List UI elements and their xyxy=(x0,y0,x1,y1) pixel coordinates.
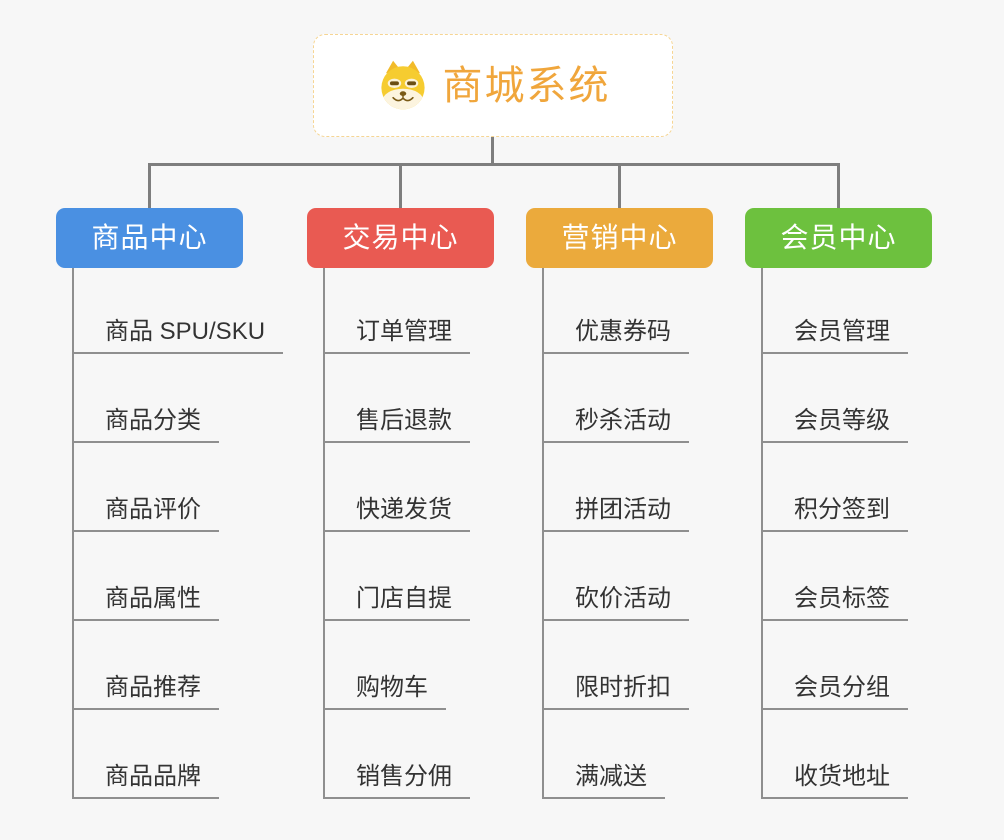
connector-drop-trade xyxy=(399,163,402,208)
connector-drop-product xyxy=(148,163,151,208)
item-product-brand[interactable]: 商品品牌 xyxy=(72,765,219,799)
item-member-tag[interactable]: 会员标签 xyxy=(761,587,908,621)
branch-header-marketing[interactable]: 营销中心 xyxy=(526,208,713,268)
mindmap-item: 会员等级 xyxy=(761,354,932,443)
mindmap-item: 会员分组 xyxy=(761,621,932,710)
mindmap-item: 快递发货 xyxy=(323,443,494,532)
connector-drop-member xyxy=(837,163,840,208)
branch-items-member: 会员管理 会员等级 积分签到 会员标签 会员分组 收货地址 xyxy=(761,268,932,799)
mindmap-item: 秒杀活动 xyxy=(542,354,713,443)
mindmap-item: 收货地址 xyxy=(761,710,932,799)
item-product-review[interactable]: 商品评价 xyxy=(72,498,219,532)
connector-drop-marketing xyxy=(618,163,621,208)
mindmap-item: 售后退款 xyxy=(323,354,494,443)
item-after-sale-refund[interactable]: 售后退款 xyxy=(323,409,470,443)
item-order-management[interactable]: 订单管理 xyxy=(323,320,470,354)
branch-header-trade[interactable]: 交易中心 xyxy=(307,208,494,268)
item-limited-time-discount[interactable]: 限时折扣 xyxy=(542,676,689,710)
item-member-level[interactable]: 会员等级 xyxy=(761,409,908,443)
mindmap-item: 拼团活动 xyxy=(542,443,713,532)
mindmap-item: 销售分佣 xyxy=(323,710,494,799)
connector-bus xyxy=(148,163,840,166)
item-shopping-cart[interactable]: 购物车 xyxy=(323,676,446,710)
branch-trade-center: 交易中心 订单管理 售后退款 快递发货 门店自提 购物车 销售分佣 xyxy=(307,208,494,799)
item-group-buy[interactable]: 拼团活动 xyxy=(542,498,689,532)
mindmap-item: 满减送 xyxy=(542,710,713,799)
item-product-spu-sku[interactable]: 商品 SPU/SKU xyxy=(72,320,284,354)
item-store-pickup[interactable]: 门店自提 xyxy=(323,587,470,621)
mindmap-item: 门店自提 xyxy=(323,532,494,621)
item-flash-sale[interactable]: 秒杀活动 xyxy=(542,409,689,443)
branch-items-product: 商品 SPU/SKU 商品分类 商品评价 商品属性 商品推荐 商品品牌 xyxy=(72,268,284,799)
item-member-management[interactable]: 会员管理 xyxy=(761,320,908,354)
item-full-reduction[interactable]: 满减送 xyxy=(542,765,665,799)
item-member-group[interactable]: 会员分组 xyxy=(761,676,908,710)
mindmap-item: 优惠券码 xyxy=(542,268,713,354)
branch-items-marketing: 优惠券码 秒杀活动 拼团活动 砍价活动 限时折扣 满减送 xyxy=(542,268,713,799)
mindmap-item: 购物车 xyxy=(323,621,494,710)
item-shipping-address[interactable]: 收货地址 xyxy=(761,765,908,799)
branch-product-center: 商品中心 商品 SPU/SKU 商品分类 商品评价 商品属性 商品推荐 商品品牌 xyxy=(56,208,284,799)
dog-icon xyxy=(380,60,425,109)
branch-header-member[interactable]: 会员中心 xyxy=(745,208,932,268)
mindmap-item: 商品推荐 xyxy=(72,621,243,710)
mindmap-item: 商品 SPU/SKU xyxy=(72,268,284,354)
item-product-category[interactable]: 商品分类 xyxy=(72,409,219,443)
item-bargain-activity[interactable]: 砍价活动 xyxy=(542,587,689,621)
connector-root-drop xyxy=(491,137,494,166)
mindmap-item: 商品评价 xyxy=(72,443,243,532)
mindmap-item: 商品分类 xyxy=(72,354,243,443)
item-product-attribute[interactable]: 商品属性 xyxy=(72,587,219,621)
mindmap-item: 商品品牌 xyxy=(72,710,243,799)
mindmap-item: 会员管理 xyxy=(761,268,932,354)
branch-header-product[interactable]: 商品中心 xyxy=(56,208,243,268)
mindmap-item: 商品属性 xyxy=(72,532,243,621)
mindmap-item: 积分签到 xyxy=(761,443,932,532)
item-points-signin[interactable]: 积分签到 xyxy=(761,498,908,532)
item-sales-commission[interactable]: 销售分佣 xyxy=(323,765,470,799)
branch-items-trade: 订单管理 售后退款 快递发货 门店自提 购物车 销售分佣 xyxy=(323,268,494,799)
branch-member-center: 会员中心 会员管理 会员等级 积分签到 会员标签 会员分组 收货地址 xyxy=(745,208,932,799)
item-coupon-code[interactable]: 优惠券码 xyxy=(542,320,689,354)
mindmap-item: 限时折扣 xyxy=(542,621,713,710)
mindmap-item: 砍价活动 xyxy=(542,532,713,621)
mindmap-item: 会员标签 xyxy=(761,532,932,621)
item-product-recommend[interactable]: 商品推荐 xyxy=(72,676,219,710)
root-label: 商城系统 xyxy=(442,63,611,108)
mindmap-item: 订单管理 xyxy=(323,268,494,354)
branch-marketing-center: 营销中心 优惠券码 秒杀活动 拼团活动 砍价活动 限时折扣 满减送 xyxy=(526,208,713,799)
root-node[interactable]: 商城系统 xyxy=(313,34,673,137)
item-express-delivery[interactable]: 快递发货 xyxy=(323,498,470,532)
